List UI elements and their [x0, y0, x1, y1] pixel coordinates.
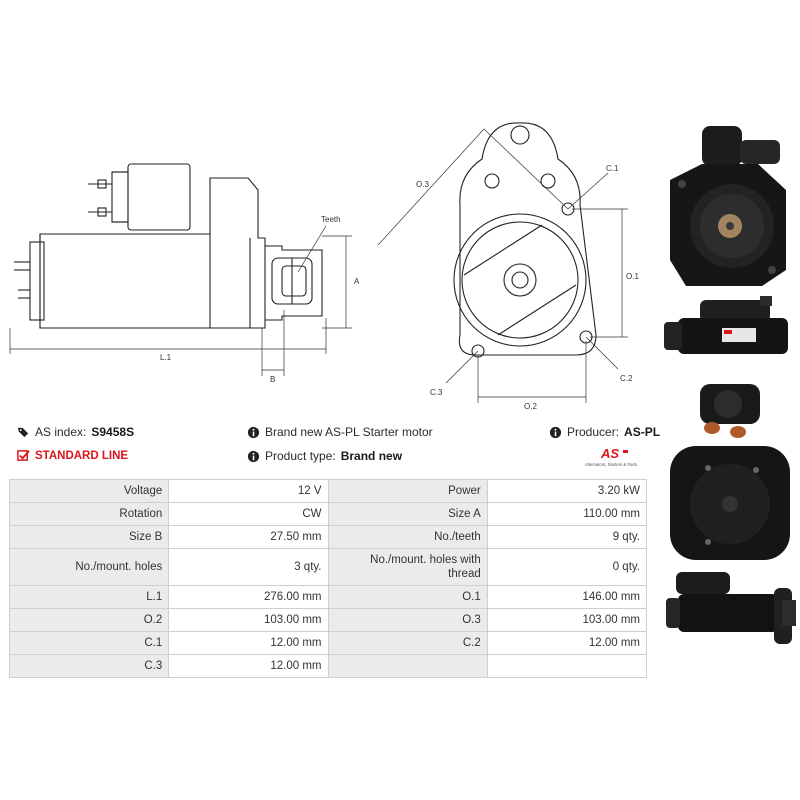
- tags-icon: [17, 427, 29, 437]
- spec-value-cell: 3.20 kW: [486, 479, 648, 503]
- dim-o1-label: O.1: [626, 272, 639, 281]
- front-view-drawing: O.3 C.1 O.1 C.3 C.2 O.2: [377, 122, 639, 411]
- dim-c2-label: C.2: [620, 374, 633, 383]
- info-icon: [549, 426, 562, 438]
- spec-label-cell: Rotation: [8, 502, 170, 526]
- spec-label-cell: C.1: [8, 631, 170, 655]
- dim-c1-label: C.1: [606, 164, 619, 173]
- side-view-drawing: Teeth A L.1 B: [9, 163, 360, 384]
- spec-value-cell: 103.00 mm: [168, 608, 329, 632]
- spec-value-cell: 3 qty.: [168, 548, 329, 586]
- spec-value-cell: 12 V: [168, 479, 329, 503]
- producer: Producer: AS-PL: [549, 425, 660, 439]
- producer-label: Producer:: [567, 425, 620, 439]
- dim-l1-label: L.1: [160, 353, 172, 362]
- dim-teeth-label: Teeth: [321, 215, 341, 224]
- spec-value-cell: 12.00 mm: [486, 631, 648, 655]
- spec-value-cell: 103.00 mm: [486, 608, 648, 632]
- logo-brand: AS: [600, 446, 619, 461]
- spec-label-cell: Power: [327, 479, 488, 503]
- as-index-value: S9458S: [91, 425, 135, 439]
- product-type: Product type: Brand new: [247, 449, 402, 463]
- spec-value-cell: 27.50 mm: [168, 525, 329, 549]
- product-photo-side: [664, 296, 788, 354]
- spec-label-cell: O.3: [327, 608, 488, 632]
- product-photo-top: [666, 572, 796, 644]
- product-type-value: Brand new: [340, 449, 403, 463]
- spec-label-cell: [327, 654, 488, 678]
- as-index: AS index: S9458S: [17, 425, 134, 439]
- dim-c3-label: C.3: [430, 388, 443, 397]
- spec-value-cell: 0 qty.: [486, 548, 648, 586]
- product-type-label: Product type:: [265, 449, 336, 463]
- spec-label-cell: Size A: [327, 502, 488, 526]
- spec-value-cell: CW: [168, 502, 329, 526]
- spec-label-cell: L.1: [8, 585, 170, 609]
- product-photo-front: [670, 126, 786, 286]
- checkbox-checked-icon: [17, 450, 30, 461]
- product-photo-rear: [670, 384, 790, 560]
- dim-o2-label: O.2: [524, 402, 537, 411]
- spec-value-cell: 9 qty.: [486, 525, 648, 549]
- spec-label-cell: No./mount. holes: [8, 548, 170, 586]
- dim-o3-label: O.3: [416, 180, 429, 189]
- dim-a-label: A: [354, 277, 360, 286]
- description: Brand new AS-PL Starter motor: [247, 425, 433, 439]
- dim-b-label: B: [270, 375, 275, 384]
- spec-value-cell: 12.00 mm: [168, 631, 329, 655]
- standard-line: STANDARD LINE: [17, 449, 128, 462]
- spec-label-cell: C.3: [8, 654, 170, 678]
- standard-line-label: STANDARD LINE: [35, 449, 129, 462]
- spec-value-cell: 146.00 mm: [486, 585, 648, 609]
- spec-label-cell: No./mount. holes with thread: [327, 548, 488, 586]
- spec-value-cell: 110.00 mm: [486, 502, 648, 526]
- spec-label-cell: Size B: [8, 525, 170, 549]
- spec-label-cell: Voltage: [8, 479, 170, 503]
- spec-value-cell: 276.00 mm: [168, 585, 329, 609]
- spec-label-cell: C.2: [327, 631, 488, 655]
- as-pl-logo: AS Alternators, Starters & Parts: [585, 446, 637, 467]
- logo-tagline: Alternators, Starters & Parts: [585, 462, 637, 467]
- spec-value-cell: 12.00 mm: [168, 654, 329, 678]
- info-icon: [247, 426, 260, 438]
- as-index-label: AS index:: [35, 425, 87, 439]
- spec-label-cell: O.2: [8, 608, 170, 632]
- spec-value-cell: [486, 654, 648, 678]
- info-icon: [247, 450, 260, 462]
- producer-value: AS-PL: [624, 425, 661, 439]
- description-text: Brand new AS-PL Starter motor: [265, 425, 433, 439]
- spec-label-cell: No./teeth: [327, 525, 488, 549]
- spec-label-cell: O.1: [327, 585, 488, 609]
